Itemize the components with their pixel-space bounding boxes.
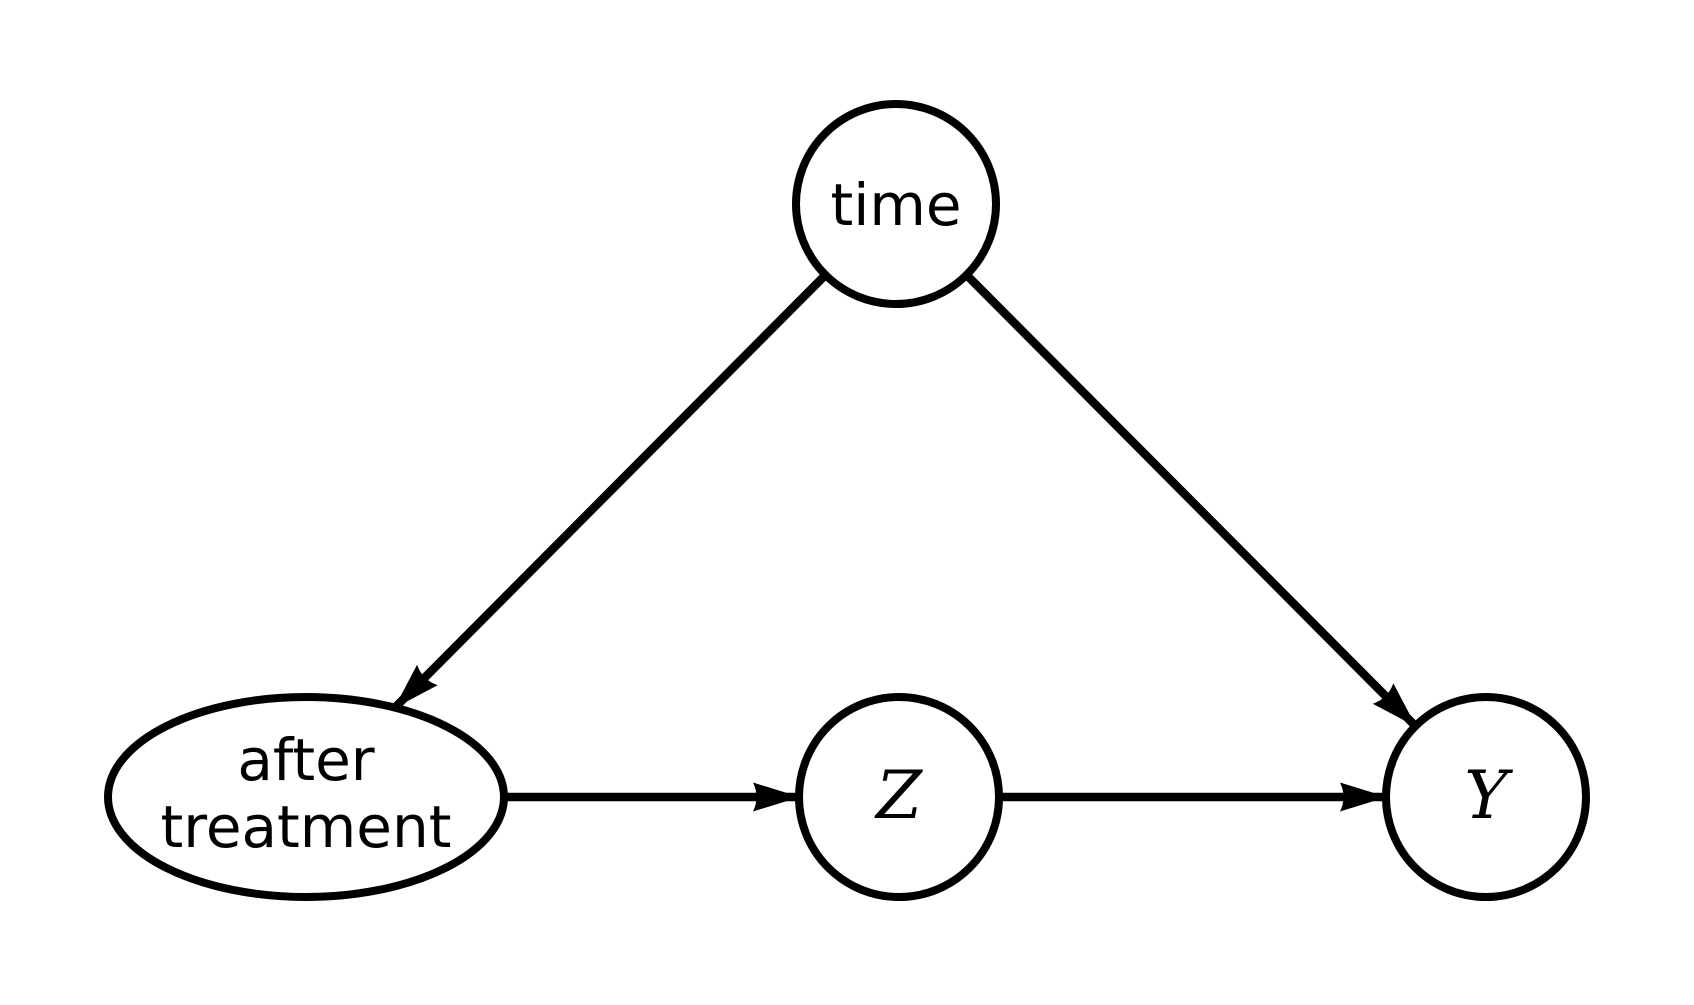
node-time xyxy=(792,100,1000,308)
edges-layer xyxy=(391,271,1419,812)
edge-time-to-after-treatment xyxy=(391,271,829,711)
node-Z xyxy=(795,693,1003,901)
node-Y xyxy=(1382,693,1590,901)
node-label-Y: Y xyxy=(1464,757,1513,834)
node-label-Z: Z xyxy=(874,757,923,834)
node-after-treatment xyxy=(104,693,508,901)
edge-time-to-Y xyxy=(963,271,1419,730)
node-label-time: time xyxy=(830,171,961,239)
